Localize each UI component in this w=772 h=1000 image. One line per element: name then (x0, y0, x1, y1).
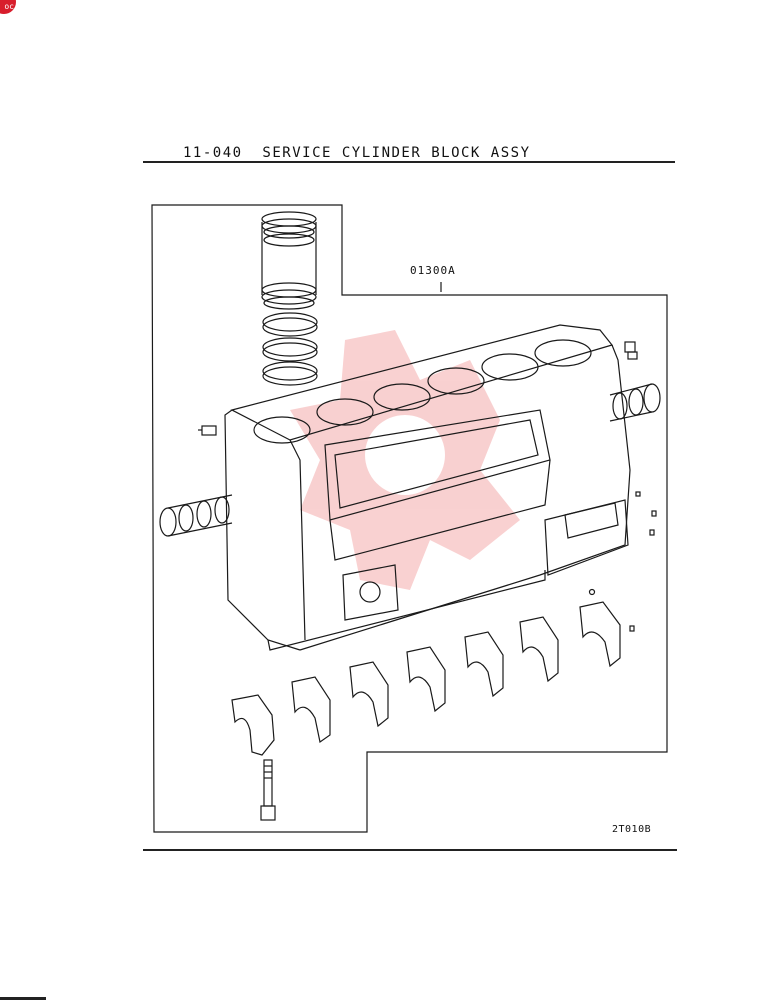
liner-seal-rings (262, 312, 318, 386)
plug-bolt-left (198, 425, 217, 436)
watermark-logo (290, 330, 520, 590)
main-bearing-cap-bolt (260, 759, 276, 821)
corner-mark (0, 997, 46, 1000)
figure-code-label: 2T010B (612, 824, 652, 835)
plug-bolt-right (624, 341, 638, 360)
camshaft-bushing-left (159, 494, 233, 537)
part-number-label: 01300A (410, 264, 456, 277)
logo-badge: oc (0, 0, 16, 14)
assembly-frame (151, 204, 668, 833)
footer-rule (143, 849, 677, 851)
title-underline (143, 161, 675, 163)
cylinder-block (224, 324, 631, 651)
page-title: 11-040 SERVICE CYLINDER BLOCK ASSY (183, 145, 531, 161)
dowel-pins (588, 491, 657, 632)
main-bearing-caps (231, 601, 621, 756)
camshaft-bushing-right (609, 383, 661, 422)
cylinder-liner (261, 211, 317, 310)
